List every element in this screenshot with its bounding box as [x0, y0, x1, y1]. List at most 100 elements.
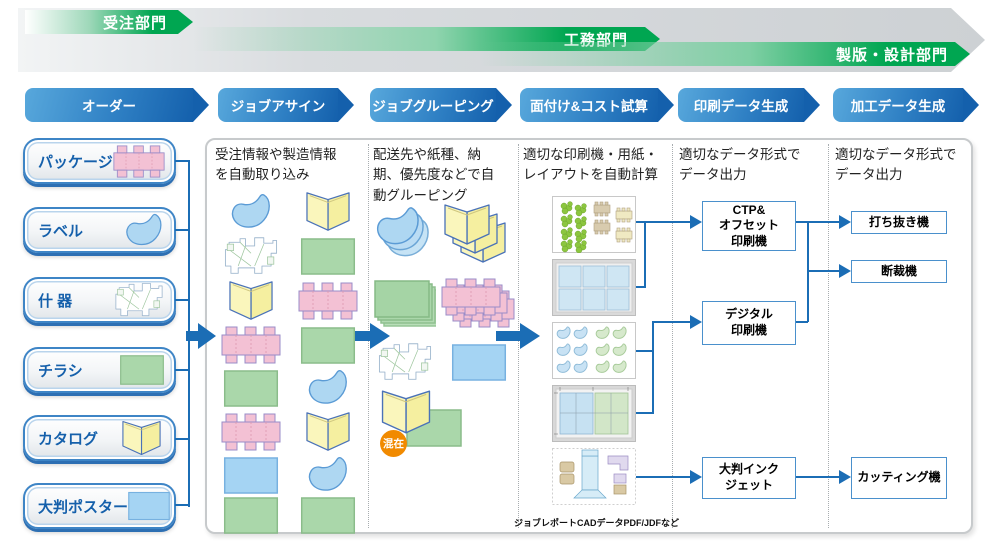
- connector-line: [796, 476, 839, 478]
- book-icon: [301, 410, 355, 453]
- arrowhead-icon: [839, 215, 851, 229]
- arrow-tip-icon: [338, 88, 354, 122]
- bluerect-icon: [223, 456, 279, 494]
- product-label: チラシ: [38, 362, 83, 380]
- stack-package-icon: [441, 276, 517, 331]
- arrowhead-icon: [839, 470, 851, 484]
- machine-digital-press: デジタル 印刷機: [702, 301, 796, 345]
- bluerect-icon: [451, 343, 507, 381]
- package-icon: [298, 280, 358, 322]
- connector-line: [796, 321, 808, 323]
- dept-label: 製版・設計部門: [835, 46, 948, 64]
- imposition-caption: ジョブレポートCADデータPDF/JDFなど: [514, 518, 680, 528]
- book-icon: [301, 190, 355, 233]
- machine-guillotine-cutter: 断裁機: [851, 260, 947, 283]
- product-label: ラベル: [38, 222, 84, 240]
- job-grouping-description: 配送先や紙種、納期、優先度などで自動グルーピング: [373, 147, 495, 203]
- product-label: 什 器: [38, 292, 73, 310]
- product-button-label: ラベル: [23, 207, 176, 253]
- job-grouping-shapes: [372, 202, 516, 383]
- blob-icon: [228, 192, 274, 232]
- connector-line: [652, 321, 690, 323]
- arrow-tip-icon: [496, 88, 512, 122]
- connector-line: [636, 412, 654, 414]
- greenrect-icon: [222, 369, 280, 407]
- package-icon: [221, 411, 281, 453]
- connector-line: [807, 270, 839, 272]
- dieline-icon: [113, 281, 165, 319]
- job-assign-shapes: [213, 190, 365, 534]
- column-separator: [672, 144, 673, 528]
- step-arrow-job-grouping: ジョブグルーピング: [370, 88, 512, 122]
- greenrect-icon: [119, 355, 165, 385]
- blob-icon: [123, 212, 165, 249]
- product-icon: [113, 143, 165, 180]
- dieline-icon: [222, 235, 280, 277]
- connector-line: [175, 160, 190, 162]
- step-label: ジョブアサイン: [230, 99, 326, 114]
- dept-arrow-prepress-design-dept: 製版・設計部門: [480, 42, 970, 66]
- mixed-group: 混在: [376, 388, 480, 457]
- product-icon: [113, 281, 165, 319]
- product-icon: [128, 491, 170, 521]
- greenrect-icon: [299, 497, 357, 534]
- connector-line: [175, 504, 190, 506]
- machine-label: 大判インク ジェット: [718, 462, 779, 492]
- step-label: 印刷データ生成: [693, 99, 789, 114]
- connector-line: [807, 222, 809, 322]
- step-label: オーダー: [82, 99, 136, 114]
- connector-line: [175, 229, 190, 231]
- machine-cutting-plotter: カッティング機: [851, 457, 947, 499]
- job-assign-description: 受注情報や製造情報を自動取り込み: [215, 147, 337, 183]
- sheet-grid2-icon: [552, 385, 636, 442]
- sheet-grid6-icon: [552, 259, 636, 316]
- flow-arrow-icon: [496, 323, 540, 349]
- step-arrow-print-data: 印刷データ生成: [678, 88, 820, 122]
- arrowhead-icon: [690, 315, 702, 329]
- bluerect-icon: [128, 491, 170, 521]
- machine-label: デジタル 印刷機: [725, 307, 773, 337]
- step-label: 面付け&コスト試算: [530, 99, 648, 114]
- greenrect-icon: [299, 237, 357, 275]
- mixed-badge: 混在: [380, 430, 407, 457]
- greenrect-icon: [222, 497, 280, 534]
- product-button-flyer: チラシ: [23, 347, 176, 393]
- product-label: パッケージ: [38, 153, 113, 171]
- blob-icon: [305, 455, 351, 495]
- step-arrow-process-data: 加工データ生成: [833, 88, 979, 122]
- stack-book-icon: [442, 202, 516, 266]
- print-data-description: 適切なデータ形式でデータ出力: [679, 147, 801, 183]
- machine-die-punch: 打ち抜き機: [851, 211, 947, 234]
- product-icon: [119, 355, 165, 385]
- arrow-tip-icon: [963, 88, 979, 122]
- column-separator: [828, 144, 829, 528]
- dept-arrow-order-dept: 受注部門: [25, 10, 193, 34]
- sheet-blobs-icon: [552, 322, 636, 379]
- step-arrow-order: オーダー: [25, 88, 209, 122]
- arrow-tip-icon: [658, 88, 674, 122]
- machine-label: カッティング機: [857, 470, 941, 485]
- package-icon: [221, 324, 281, 366]
- product-button-large-poster: 大判ポスター: [23, 483, 176, 529]
- step-label: ジョブグルーピング: [372, 99, 494, 114]
- product-icon: [118, 419, 165, 457]
- package-icon: [113, 143, 165, 180]
- connector-line: [175, 438, 190, 440]
- product-label: カタログ: [38, 430, 99, 448]
- imposition-thumbnails: [552, 196, 636, 505]
- book-icon: [118, 419, 165, 457]
- step-arrow-job-assign: ジョブアサイン: [218, 88, 354, 122]
- flow-arrow-icon: [186, 323, 216, 349]
- process-data-description: 適切なデータ形式でデータ出力: [835, 147, 957, 183]
- connector-line: [644, 222, 646, 288]
- arrow-tip-icon: [193, 88, 209, 122]
- sheet-clusters-icon: [552, 196, 636, 253]
- machine-label: CTP& オフセット 印刷機: [718, 202, 779, 248]
- connector-line: [175, 299, 190, 301]
- dept-label: 受注部門: [102, 14, 167, 32]
- stack-greenrect-icon: [374, 280, 436, 327]
- book-icon: [376, 388, 436, 436]
- connector-line: [636, 286, 646, 288]
- greenrect-icon: [299, 326, 357, 364]
